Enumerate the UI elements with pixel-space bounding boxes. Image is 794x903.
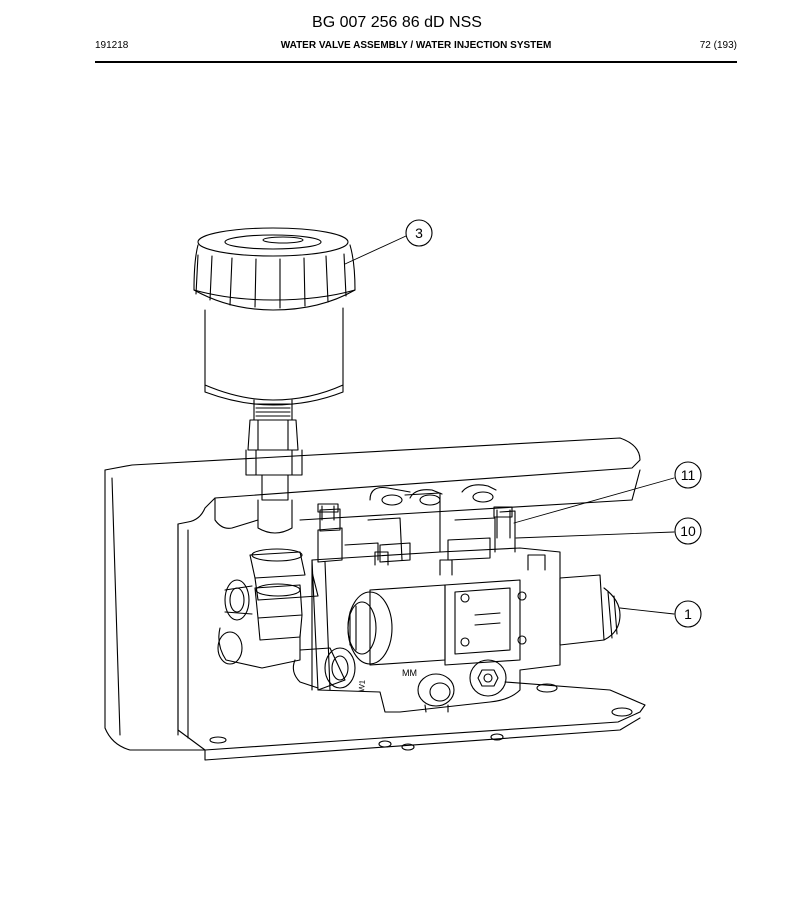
valve-manifold (311, 484, 621, 713)
page-number: 72 (193) (699, 40, 737, 51)
callout-10: 10 (674, 517, 702, 545)
outlet-ports (417, 659, 507, 713)
callout-leaders (344, 235, 675, 615)
document-number: BG 007 256 86 dD NSS (312, 14, 482, 31)
callout-1: 1 (674, 600, 702, 628)
section-title: WATER VALVE ASSEMBLY / WATER INJECTION S… (280, 40, 552, 51)
header-meta-row: 191218 WATER VALVE ASSEMBLY / WATER INJE… (95, 40, 737, 54)
header-divider (95, 61, 737, 63)
valve-marking-1: MM (402, 668, 417, 678)
callout-3: 3 (405, 219, 433, 247)
mounting-bracket (104, 437, 646, 761)
callout-label: 3 (415, 225, 423, 241)
date-code: 191218 (95, 40, 129, 51)
water-filter (193, 227, 356, 534)
inlet-fittings (217, 548, 356, 691)
callout-label: 11 (681, 467, 696, 483)
callout-label: 10 (680, 523, 696, 539)
valve-marking-2: W1 (357, 679, 367, 692)
callout-11: 11 (674, 461, 702, 489)
callout-label: 1 (684, 606, 692, 622)
